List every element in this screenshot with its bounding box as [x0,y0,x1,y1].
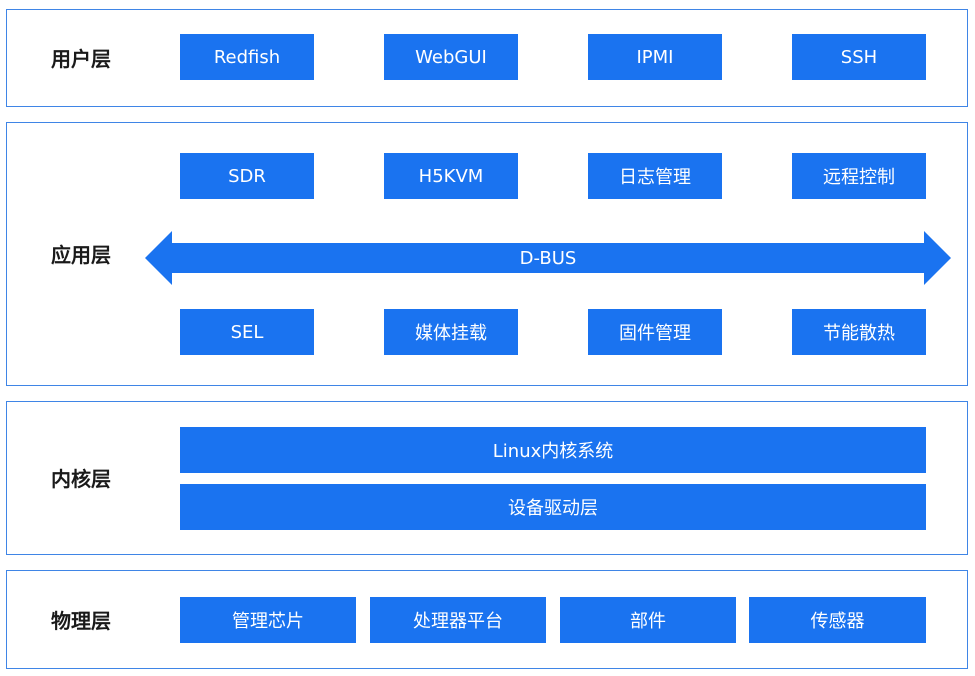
app-item-sel: SEL [180,309,314,355]
user-layer: 用户层 Redfish WebGUI IPMI SSH [6,9,968,107]
user-item-ipmi: IPMI [588,34,722,80]
physical-item-mgmt-chip: 管理芯片 [180,597,356,643]
app-item-sdr: SDR [180,153,314,199]
physical-item-components: 部件 [560,597,736,643]
app-item-h5kvm: H5KVM [384,153,518,199]
user-item-redfish: Redfish [180,34,314,80]
kernel-item-drivers: 设备驱动层 [180,484,926,530]
user-item-ssh: SSH [792,34,926,80]
user-item-webgui: WebGUI [384,34,518,80]
dbus-arrow: D-BUS [145,231,951,285]
app-layer: 应用层 SDR H5KVM 日志管理 远程控制 D-BUS SEL 媒体挂载 固… [6,122,968,386]
dbus-label: D-BUS [519,247,577,269]
kernel-layer: 内核层 Linux内核系统 设备驱动层 [6,401,968,555]
user-layer-label: 用户层 [51,47,111,71]
app-item-media-mount: 媒体挂载 [384,309,518,355]
physical-item-cpu-platform: 处理器平台 [370,597,546,643]
double-arrow-icon [145,231,951,285]
physical-item-sensors: 传感器 [749,597,926,643]
app-item-firmware-management: 固件管理 [588,309,722,355]
app-item-log-management: 日志管理 [588,153,722,199]
physical-layer-label: 物理层 [51,609,111,633]
app-item-remote-control: 远程控制 [792,153,926,199]
physical-layer: 物理层 管理芯片 处理器平台 部件 传感器 [6,570,968,669]
app-item-energy-cooling: 节能散热 [792,309,926,355]
app-layer-label: 应用层 [51,243,111,267]
kernel-layer-label: 内核层 [51,467,111,491]
kernel-item-linux: Linux内核系统 [180,427,926,473]
